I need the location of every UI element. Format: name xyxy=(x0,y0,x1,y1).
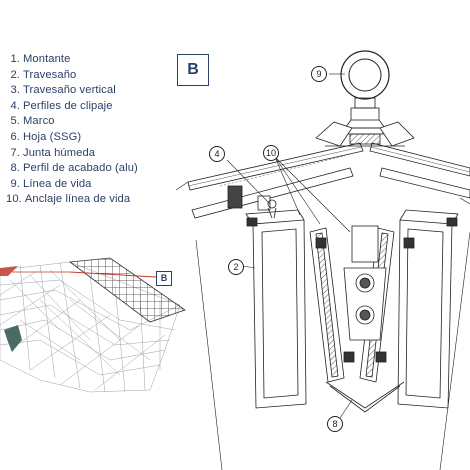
legend-item: 7.Junta húmeda xyxy=(10,146,96,159)
section-detail xyxy=(175,50,470,470)
detail-badge: B xyxy=(177,54,209,86)
callout-2: 2 xyxy=(228,259,244,275)
legend-item: 4.Perfiles de clipaje xyxy=(10,99,113,112)
leader-lines xyxy=(226,73,353,419)
legend-item: 2.Travesaño xyxy=(10,68,77,81)
clip-profile xyxy=(227,185,277,219)
lifeline-ring xyxy=(340,50,390,135)
accent-element xyxy=(4,325,22,352)
callout-8: 8 xyxy=(327,416,343,432)
callout-4: 4 xyxy=(209,146,225,162)
highlight-area xyxy=(0,266,18,276)
lifeline-anchor xyxy=(315,121,415,147)
left-transom xyxy=(245,209,307,409)
central-connector xyxy=(315,225,415,363)
callout-10: 10 xyxy=(263,145,279,161)
construction-lines xyxy=(175,181,470,470)
right-glazing xyxy=(369,142,470,199)
overview-3d xyxy=(0,257,186,393)
legend-item: 1.Montante xyxy=(10,53,71,65)
legend-item: 8.Perfil de acabado (alu) xyxy=(10,162,138,175)
overview-badge: B xyxy=(156,271,172,286)
legend-item: 10.Anclaje línea de vida xyxy=(6,193,131,206)
roof-grid xyxy=(68,257,186,323)
legend-item: 9.Línea de vida xyxy=(10,177,92,190)
callout-9: 9 xyxy=(311,66,327,82)
legend-item: 3.Travesaño vertical xyxy=(10,84,116,97)
legend-item: 5.Marco xyxy=(10,115,55,128)
legend-item: 6.Hoja (SSG) xyxy=(10,130,82,143)
finishing-profile xyxy=(325,381,405,413)
legend-list: 1.Montante 2.Travesaño 3.Travesaño verti… xyxy=(6,52,138,208)
